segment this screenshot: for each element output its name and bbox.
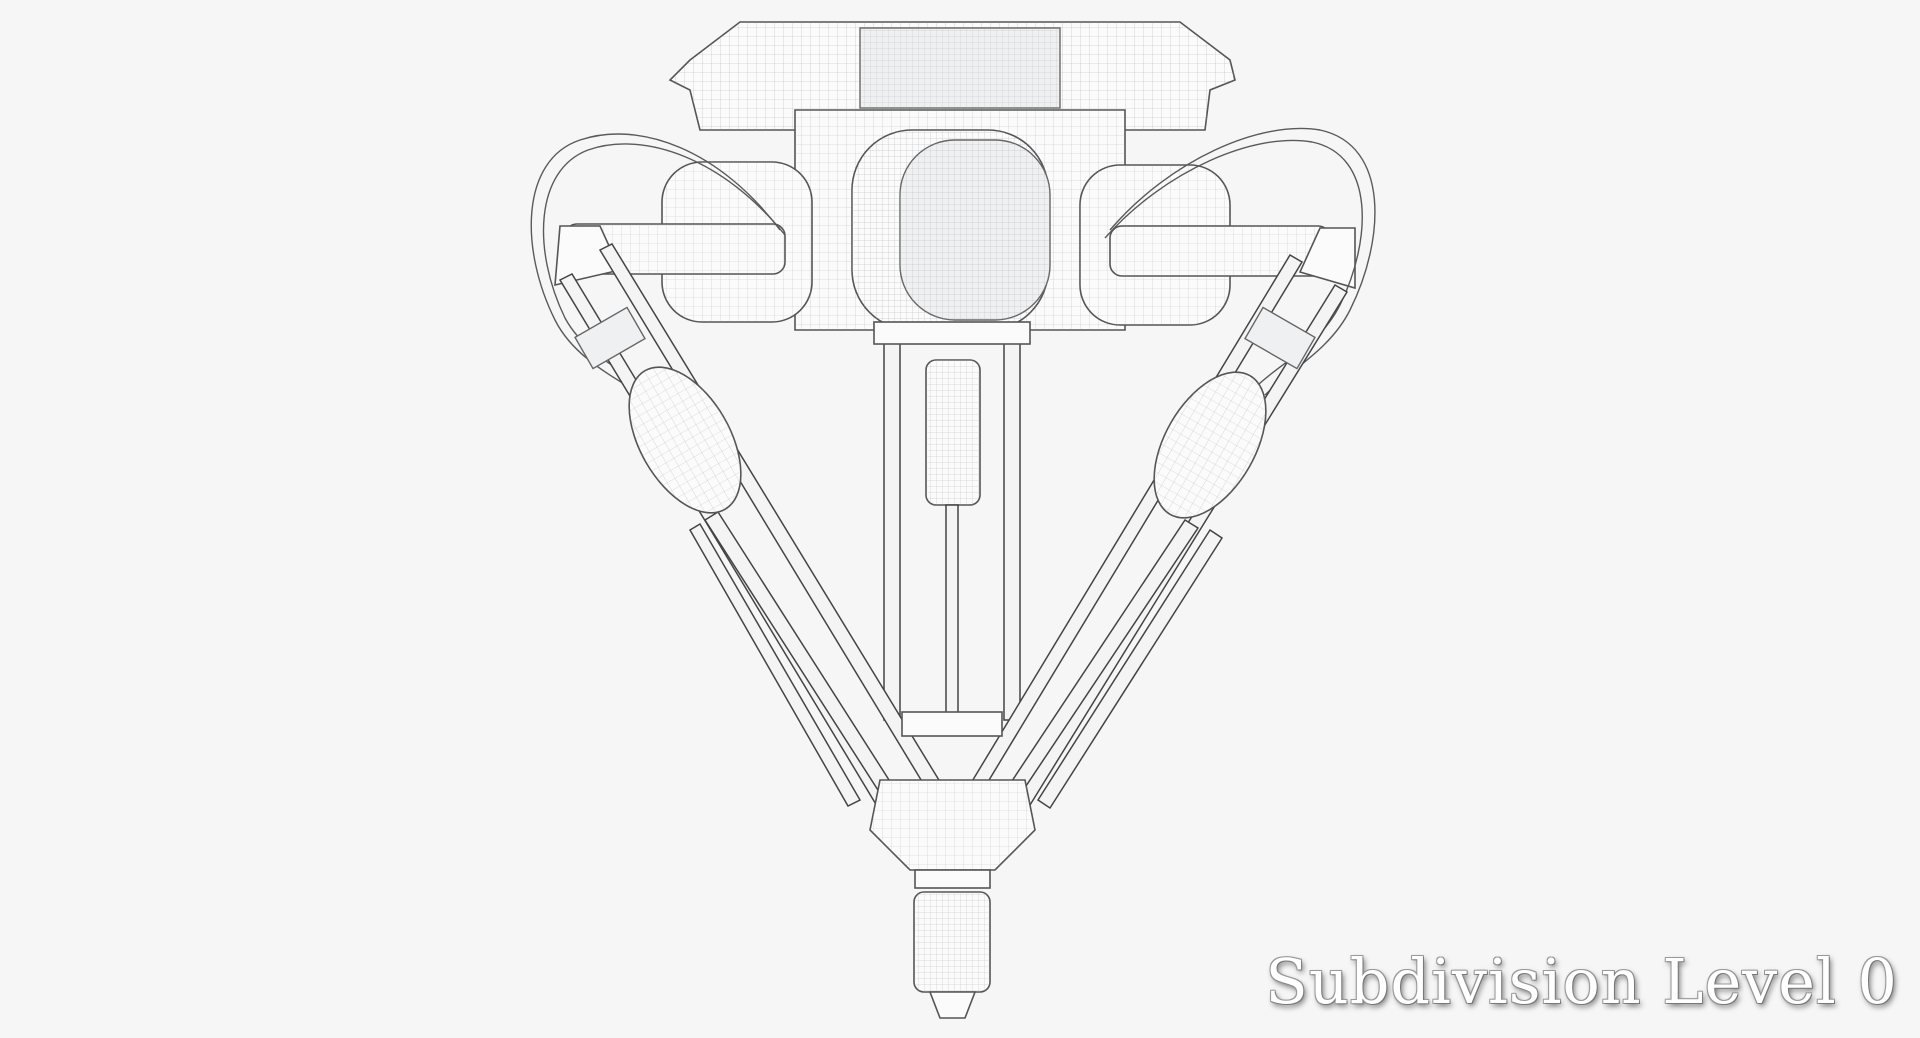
end-effector: [869, 711, 1036, 1019]
subdivision-level-caption: Subdivision Level 0: [1265, 945, 1898, 1018]
forearm-left: [558, 243, 947, 813]
motor-center: [851, 129, 1051, 331]
center-column: [873, 321, 1031, 721]
upper-arm-right: [1109, 225, 1356, 290]
forearm-right: [966, 253, 1349, 812]
